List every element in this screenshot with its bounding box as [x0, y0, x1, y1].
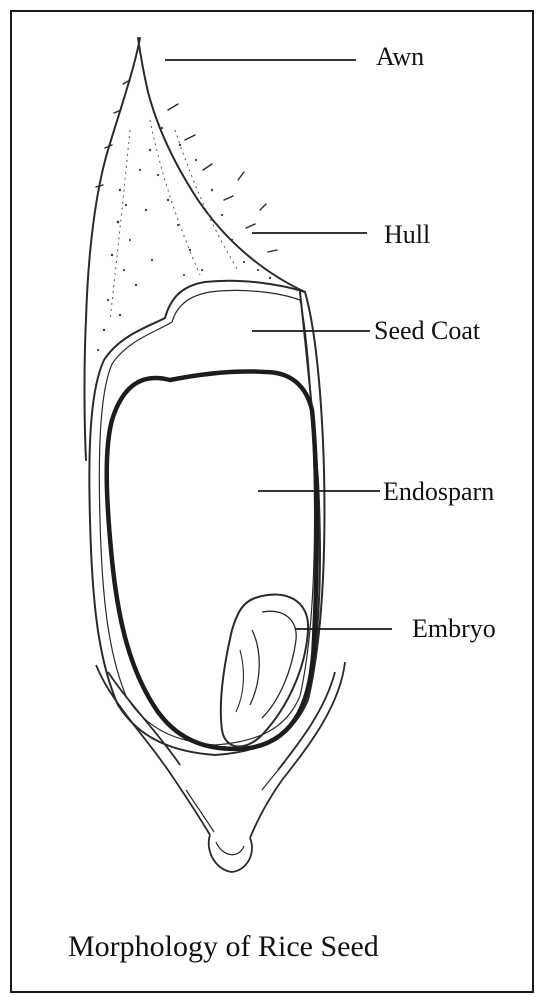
hull-texture [97, 127, 271, 351]
label-endosperm: Endosparn [383, 479, 494, 505]
label-awn: Awn [376, 44, 424, 70]
hull [85, 38, 321, 680]
diagram-caption: Morphology of Rice Seed [68, 932, 379, 962]
embryo [221, 595, 308, 747]
label-seed-coat: Seed Coat [374, 318, 480, 344]
seed-coat [89, 281, 324, 755]
label-embryo: Embryo [412, 616, 496, 642]
leader-lines [165, 60, 392, 629]
label-hull: Hull [384, 222, 430, 248]
endosperm [107, 371, 317, 748]
